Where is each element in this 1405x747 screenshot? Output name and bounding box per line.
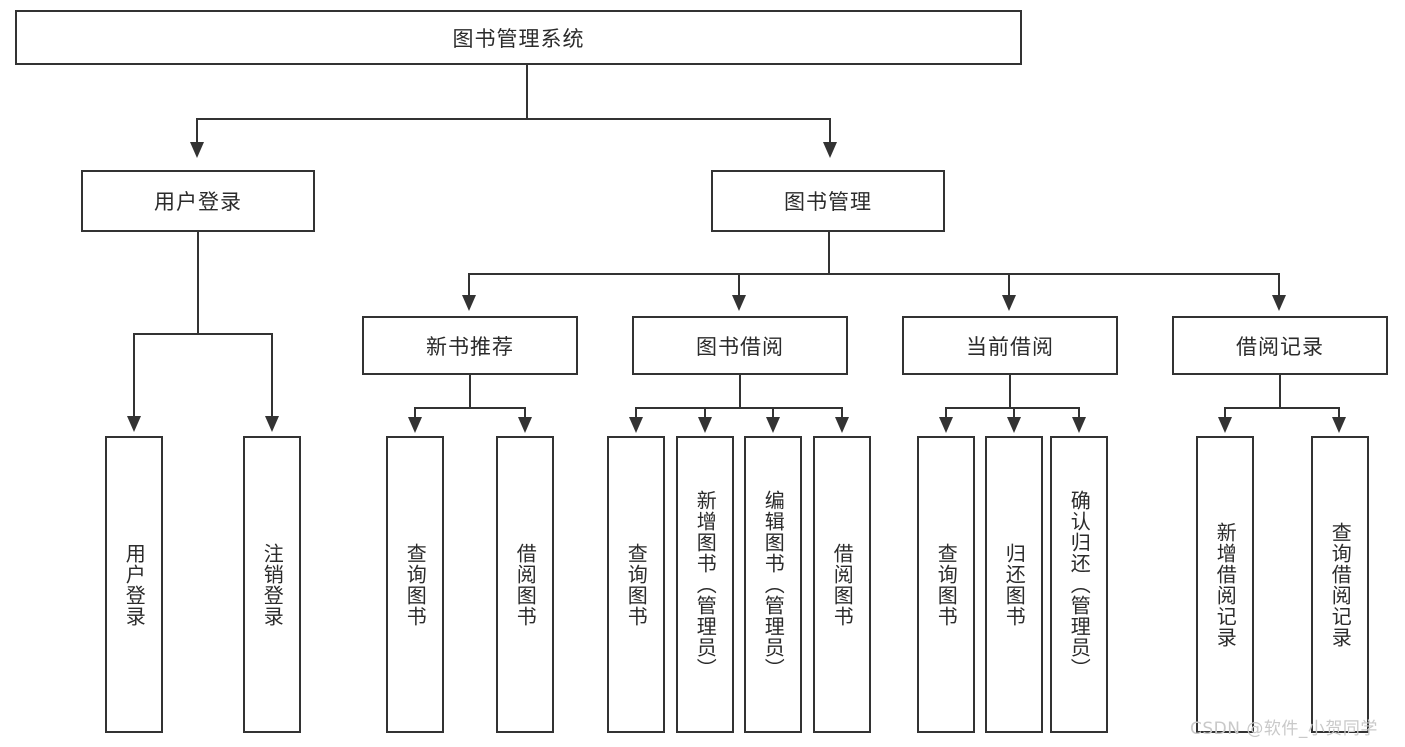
- connector-bookmgmt-drop-4: [1278, 273, 1280, 297]
- node-label: 用户登录: [122, 542, 147, 627]
- arrow-down-icon: [190, 142, 204, 158]
- node-label: 借阅图书: [513, 542, 538, 627]
- connector-bookmgmt-stem: [828, 232, 830, 274]
- arrow-down-icon: [823, 142, 837, 158]
- connector-borrow-drop-2: [704, 407, 706, 419]
- connector-recommend-stem: [469, 375, 471, 408]
- node-new-book-recommend[interactable]: 新书推荐: [362, 316, 578, 375]
- leaf-query-book-current[interactable]: 查询图书: [917, 436, 975, 733]
- arrow-down-icon: [1218, 417, 1232, 433]
- node-label: 借阅图书: [830, 542, 855, 627]
- node-label: 当前借阅: [966, 334, 1054, 359]
- arrow-down-icon: [939, 417, 953, 433]
- arrow-down-icon: [1272, 295, 1286, 311]
- node-label: 借阅记录: [1236, 334, 1324, 359]
- connector-root-bus: [196, 118, 830, 120]
- arrow-down-icon: [1332, 417, 1346, 433]
- connector-bookmgmt-bus: [468, 273, 1280, 275]
- connector-recommend-bus: [414, 407, 526, 409]
- node-label: 查询图书: [624, 542, 649, 627]
- leaf-add-book-admin[interactable]: 新增图书（管理员）: [676, 436, 734, 733]
- node-label: 注销登录: [260, 542, 285, 627]
- arrow-down-icon: [835, 417, 849, 433]
- connector-current-stem: [1009, 375, 1011, 408]
- connector-login-drop-1: [133, 333, 135, 418]
- node-label: 编辑图书（管理员）: [761, 490, 786, 679]
- leaf-confirm-return-admin[interactable]: 确认归还（管理员）: [1050, 436, 1108, 733]
- leaf-borrow-book-recommend[interactable]: 借阅图书: [496, 436, 554, 733]
- arrow-down-icon: [698, 417, 712, 433]
- node-label: 确认归还（管理员）: [1067, 490, 1092, 679]
- leaf-logout[interactable]: 注销登录: [243, 436, 301, 733]
- node-label: 用户登录: [154, 190, 242, 214]
- connector-bookmgmt-drop-1: [468, 273, 470, 297]
- arrow-down-icon: [265, 416, 279, 432]
- connector-root-drop-1: [196, 118, 198, 144]
- arrow-down-icon: [462, 295, 476, 311]
- connector-login-bus: [133, 333, 273, 335]
- node-label: 图书管理: [784, 190, 872, 214]
- arrow-down-icon: [629, 417, 643, 433]
- connector-borrow-stem: [739, 375, 741, 408]
- arrow-down-icon: [408, 417, 422, 433]
- connector-record-drop-2: [1338, 407, 1340, 419]
- leaf-add-borrow-record[interactable]: 新增借阅记录: [1196, 436, 1254, 733]
- node-label: 新书推荐: [426, 334, 514, 359]
- connector-root-stem: [526, 65, 528, 119]
- connector-record-drop-1: [1224, 407, 1226, 419]
- connector-login-drop-2: [271, 333, 273, 418]
- arrow-down-icon: [1002, 295, 1016, 311]
- arrow-down-icon: [127, 416, 141, 432]
- leaf-return-book[interactable]: 归还图书: [985, 436, 1043, 733]
- node-label: 查询图书: [403, 542, 428, 627]
- node-label: 新增借阅记录: [1213, 521, 1238, 648]
- connector-record-stem: [1279, 375, 1281, 408]
- connector-current-drop-2: [1013, 407, 1015, 419]
- node-label: 新增图书（管理员）: [693, 490, 718, 679]
- connector-current-bus: [945, 407, 1079, 409]
- node-label: 图书管理系统: [452, 26, 585, 51]
- connector-recommend-drop-1: [414, 407, 416, 419]
- connector-borrow-drop-4: [841, 407, 843, 419]
- connector-root-drop-2: [829, 118, 831, 144]
- node-label: 图书借阅: [696, 334, 784, 359]
- connector-borrow-drop-3: [772, 407, 774, 419]
- node-label: 查询借阅记录: [1328, 521, 1353, 648]
- leaf-query-borrow-record[interactable]: 查询借阅记录: [1311, 436, 1369, 733]
- arrow-down-icon: [1072, 417, 1086, 433]
- node-user-login[interactable]: 用户登录: [81, 170, 315, 232]
- node-borrow-record[interactable]: 借阅记录: [1172, 316, 1388, 375]
- node-root-system[interactable]: 图书管理系统: [15, 10, 1022, 65]
- arrow-down-icon: [518, 417, 532, 433]
- node-label: 归还图书: [1002, 542, 1027, 627]
- connector-recommend-drop-2: [524, 407, 526, 419]
- connector-borrow-bus: [635, 407, 843, 409]
- connector-record-bus: [1224, 407, 1340, 409]
- leaf-user-login[interactable]: 用户登录: [105, 436, 163, 733]
- leaf-query-book[interactable]: 查询图书: [607, 436, 665, 733]
- connector-login-stem: [197, 232, 199, 334]
- node-current-borrow[interactable]: 当前借阅: [902, 316, 1118, 375]
- arrow-down-icon: [766, 417, 780, 433]
- leaf-edit-book-admin[interactable]: 编辑图书（管理员）: [744, 436, 802, 733]
- leaf-query-book-recommend[interactable]: 查询图书: [386, 436, 444, 733]
- leaf-borrow-book[interactable]: 借阅图书: [813, 436, 871, 733]
- node-book-borrow[interactable]: 图书借阅: [632, 316, 848, 375]
- node-book-management[interactable]: 图书管理: [711, 170, 945, 232]
- connector-borrow-drop-1: [635, 407, 637, 419]
- arrow-down-icon: [1007, 417, 1021, 433]
- connector-current-drop-1: [945, 407, 947, 419]
- connector-current-drop-3: [1078, 407, 1080, 419]
- connector-bookmgmt-drop-3: [1008, 273, 1010, 297]
- connector-bookmgmt-drop-2: [738, 273, 740, 297]
- csdn-watermark: CSDN @软件_小贺同学: [1190, 719, 1378, 739]
- node-label: 查询图书: [934, 542, 959, 627]
- arrow-down-icon: [732, 295, 746, 311]
